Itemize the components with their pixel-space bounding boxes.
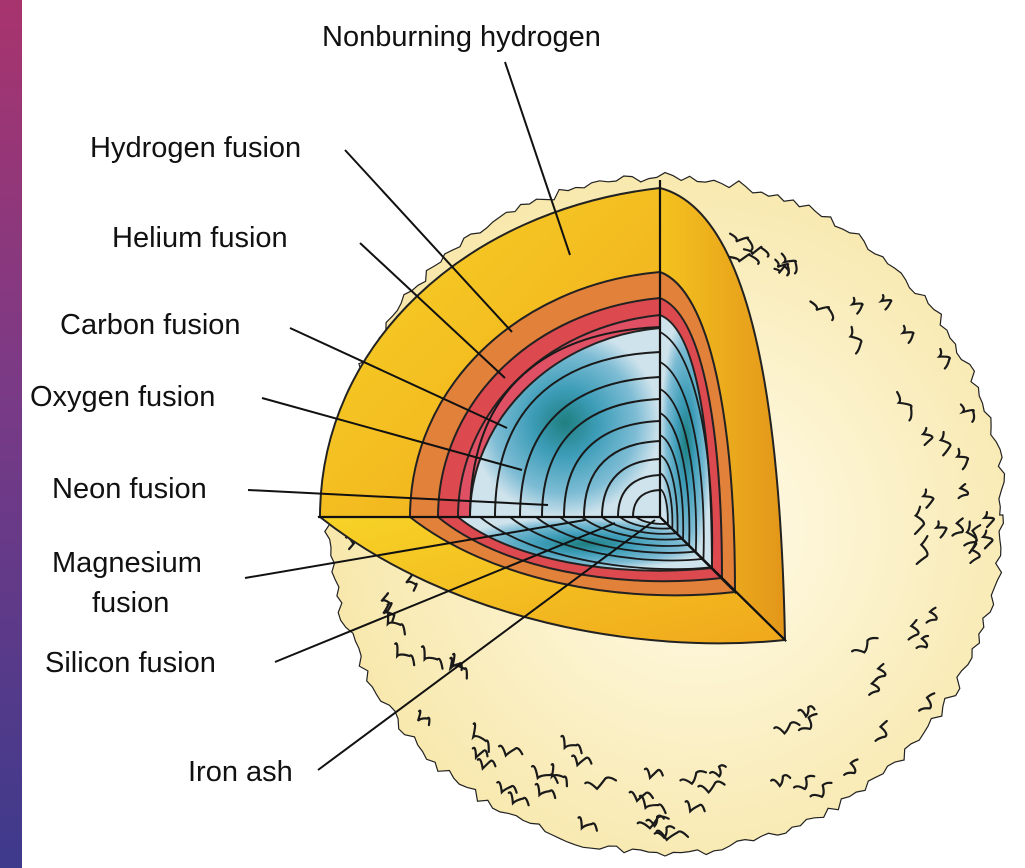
label-helium-fusion: Helium fusion — [112, 222, 288, 254]
label-neon-fusion: Neon fusion — [52, 473, 207, 505]
label-oxygen-fusion: Oxygen fusion — [30, 381, 215, 413]
label-magnesium-line2: fusion — [92, 587, 169, 619]
label-iron-ash: Iron ash — [188, 756, 293, 788]
label-magnesium-line1: Magnesium — [52, 547, 202, 579]
label-nonburning-hydrogen: Nonburning hydrogen — [322, 21, 601, 53]
label-silicon-fusion: Silicon fusion — [45, 647, 216, 679]
label-carbon-fusion: Carbon fusion — [60, 309, 241, 341]
label-magnesium-fusion: Magnesium fusion — [52, 547, 210, 619]
label-hydrogen-fusion: Hydrogen fusion — [90, 132, 301, 164]
